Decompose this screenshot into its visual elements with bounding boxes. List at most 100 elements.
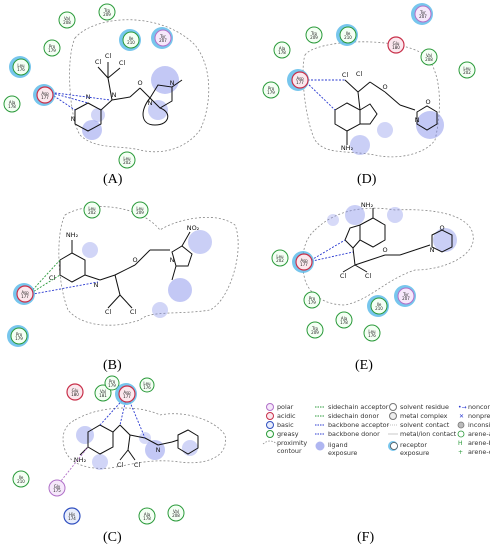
svg-text:Ile: Ile <box>346 31 351 36</box>
svg-text:210: 210 <box>344 35 352 40</box>
svg-text:Cl: Cl <box>356 70 363 78</box>
svg-text:NH₂: NH₂ <box>361 201 374 209</box>
legend-basic: basic <box>277 421 294 429</box>
svg-text:208: 208 <box>425 57 433 62</box>
legend-nonpresent: nonpresent <box>468 412 490 420</box>
svg-text:177: 177 <box>300 262 308 267</box>
svg-text:Pro: Pro <box>309 296 316 301</box>
svg-text:Cl: Cl <box>130 308 137 316</box>
svg-text:Cl: Cl <box>117 461 124 469</box>
svg-text:N: N <box>170 79 175 87</box>
svg-text:Cl: Cl <box>119 59 126 67</box>
svg-text:Glu: Glu <box>393 41 400 46</box>
svg-text:N: N <box>415 116 420 124</box>
panel-d-diagram: NH₂ Cl Cl O O N <box>302 41 444 158</box>
svg-text:208: 208 <box>172 513 180 518</box>
svg-text:O: O <box>382 83 387 91</box>
legend-ligand-exposure: exposure <box>328 449 358 457</box>
svg-text:Pro: Pro <box>268 86 275 91</box>
legend-ligand: ligand <box>328 441 348 449</box>
svg-text:O: O <box>382 246 387 254</box>
panel-d-label: (D) <box>357 172 377 187</box>
svg-text:Cl: Cl <box>105 52 112 60</box>
svg-text:Cl: Cl <box>49 274 56 282</box>
legend-receptor-exposure: exposure <box>400 449 430 457</box>
panel-e-label: (E) <box>355 358 373 373</box>
svg-text:O: O <box>425 98 430 106</box>
svg-text:Tyr: Tyr <box>402 292 409 297</box>
svg-text:210: 210 <box>17 479 25 484</box>
svg-text:Leu: Leu <box>276 254 284 259</box>
svg-text:Asp: Asp <box>21 290 29 295</box>
svg-text:Tyr: Tyr <box>419 10 426 15</box>
legend-proximity: proximity <box>277 439 308 447</box>
svg-text:N: N <box>112 91 117 99</box>
svg-text:202: 202 <box>123 160 131 165</box>
svg-text:H: H <box>458 440 463 447</box>
legend-backbone-acceptor: backbone acceptor <box>328 421 390 429</box>
svg-text:178: 178 <box>278 50 286 55</box>
svg-text:Ile: Ile <box>129 36 134 41</box>
legend-solvent-contact: solvent contact <box>400 421 450 429</box>
legend-polar: polar <box>277 403 294 411</box>
svg-text:208: 208 <box>63 20 71 25</box>
svg-text:N: N <box>94 281 99 289</box>
svg-text:O: O <box>439 224 444 232</box>
svg-text:Val: Val <box>426 53 432 58</box>
svg-text:202: 202 <box>463 70 471 75</box>
legend-arene-arene: arene-arene <box>468 430 490 438</box>
svg-text:N: N <box>430 246 435 254</box>
svg-text:Ile: Ile <box>19 475 24 480</box>
svg-text:Cl: Cl <box>134 461 141 469</box>
svg-text:Asp: Asp <box>296 76 304 81</box>
svg-text:Cl: Cl <box>342 71 349 79</box>
svg-text:Leu: Leu <box>88 206 96 211</box>
svg-text:209: 209 <box>311 330 319 335</box>
svg-text:179: 179 <box>48 48 56 53</box>
svg-text:Gly: Gly <box>54 484 61 489</box>
legend-acidic: acidic <box>277 412 296 420</box>
svg-text:177: 177 <box>21 294 29 299</box>
svg-text:Leu: Leu <box>123 156 131 161</box>
legend-greasy: greasy <box>277 430 299 438</box>
svg-text:Pro: Pro <box>109 379 116 384</box>
svg-text:174: 174 <box>68 516 76 521</box>
svg-text:207: 207 <box>402 296 410 301</box>
svg-text:175: 175 <box>53 488 61 493</box>
svg-text:N: N <box>156 446 161 454</box>
svg-text:177: 177 <box>41 95 49 100</box>
svg-text:Cl: Cl <box>105 308 112 316</box>
svg-text:Trp: Trp <box>311 326 319 331</box>
svg-text:O: O <box>132 256 137 264</box>
panel-b-diagram: NH₂ N Cl Cl O NO₂ N Cl <box>27 206 239 326</box>
legend-symbols: •→ ✕ H + <box>262 403 467 456</box>
svg-text:NH₂: NH₂ <box>74 456 87 464</box>
svg-text:179: 179 <box>267 90 275 95</box>
svg-text:+: + <box>458 449 463 456</box>
svg-text:207: 207 <box>419 14 427 19</box>
